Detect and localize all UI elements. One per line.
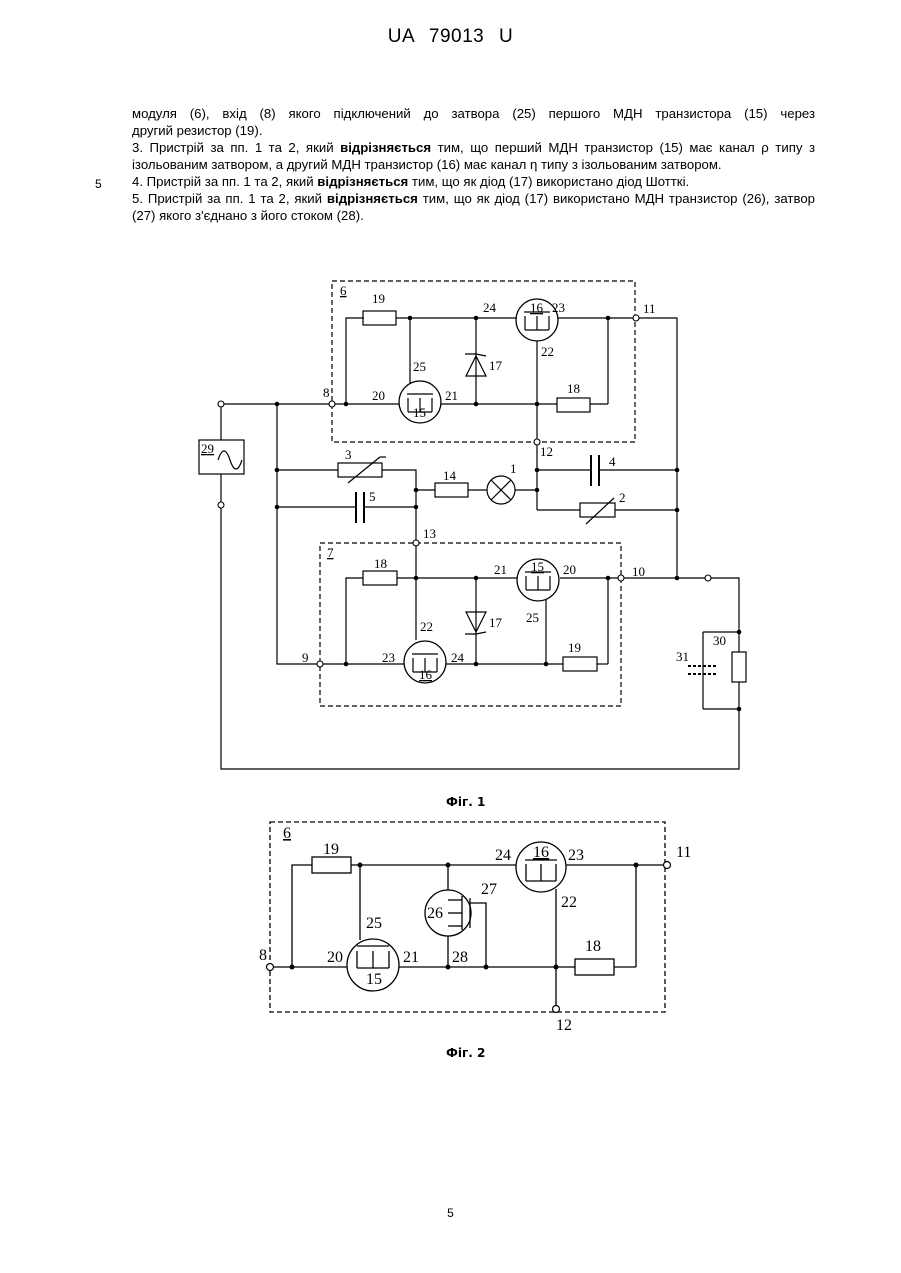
- svg-text:3: 3: [345, 447, 352, 462]
- svg-text:21: 21: [403, 949, 419, 966]
- svg-text:12: 12: [556, 1017, 572, 1034]
- svg-text:8: 8: [323, 385, 330, 400]
- svg-text:16: 16: [533, 844, 549, 861]
- svg-text:22: 22: [420, 619, 433, 634]
- svg-text:16: 16: [530, 300, 544, 315]
- svg-text:18: 18: [374, 556, 387, 571]
- svg-text:20: 20: [327, 949, 343, 966]
- svg-text:10: 10: [632, 564, 645, 579]
- svg-text:19: 19: [568, 640, 581, 655]
- svg-text:20: 20: [563, 562, 576, 577]
- svg-text:12: 12: [540, 444, 553, 459]
- resistor-2: [580, 503, 615, 517]
- figure-1-caption: Фіг. 1: [446, 795, 485, 809]
- svg-text:16: 16: [419, 667, 433, 682]
- resistor-19b: [563, 657, 597, 671]
- svg-text:23: 23: [382, 650, 395, 665]
- svg-text:30: 30: [713, 633, 726, 648]
- svg-text:24: 24: [483, 300, 497, 315]
- svg-text:8: 8: [259, 947, 267, 964]
- figure-2-labels: 6 8 11 12 19 18 16 15 26 24 23 22 25 27 …: [259, 825, 691, 1034]
- svg-text:22: 22: [541, 344, 554, 359]
- svg-text:6: 6: [340, 283, 347, 298]
- svg-text:23: 23: [568, 847, 584, 864]
- resistor-19: [363, 311, 396, 325]
- svg-text:18: 18: [567, 381, 580, 396]
- svg-text:15: 15: [531, 559, 544, 574]
- svg-text:28: 28: [452, 949, 468, 966]
- resistor-18: [557, 398, 590, 412]
- page-number: 5: [0, 1206, 901, 1220]
- svg-text:25: 25: [413, 359, 426, 374]
- svg-text:29: 29: [201, 441, 214, 456]
- svg-text:11: 11: [676, 844, 691, 861]
- svg-text:9: 9: [302, 650, 309, 665]
- svg-text:25: 25: [526, 610, 539, 625]
- figure-1: [199, 281, 746, 769]
- svg-text:5: 5: [369, 489, 376, 504]
- svg-text:26: 26: [427, 905, 443, 922]
- resistor-19-fig2: [312, 857, 351, 873]
- svg-text:31: 31: [676, 649, 689, 664]
- resistor-18b: [363, 571, 397, 585]
- svg-text:24: 24: [451, 650, 465, 665]
- svg-text:22: 22: [561, 894, 577, 911]
- svg-text:1: 1: [510, 461, 517, 476]
- figure-1-terminals: [218, 315, 711, 667]
- svg-text:21: 21: [494, 562, 507, 577]
- svg-text:2: 2: [619, 490, 626, 505]
- figure-1-junctions: [275, 316, 742, 712]
- svg-text:19: 19: [372, 291, 385, 306]
- svg-text:11: 11: [643, 301, 656, 316]
- svg-text:27: 27: [481, 881, 497, 898]
- svg-text:17: 17: [489, 358, 503, 373]
- svg-text:25: 25: [366, 915, 382, 932]
- svg-text:24: 24: [495, 847, 511, 864]
- svg-text:17: 17: [489, 615, 503, 630]
- svg-text:23: 23: [552, 300, 565, 315]
- resistor-18-fig2: [575, 959, 614, 975]
- svg-text:7: 7: [327, 545, 334, 560]
- figure-2-caption: Фіг. 2: [446, 1046, 485, 1060]
- svg-text:15: 15: [413, 405, 426, 420]
- svg-text:19: 19: [323, 841, 339, 858]
- svg-text:14: 14: [443, 468, 457, 483]
- svg-text:6: 6: [283, 825, 291, 842]
- svg-text:13: 13: [423, 526, 436, 541]
- svg-text:20: 20: [372, 388, 385, 403]
- svg-text:21: 21: [445, 388, 458, 403]
- svg-text:18: 18: [585, 938, 601, 955]
- svg-text:15: 15: [366, 971, 382, 988]
- figure-2-terminals: [267, 862, 671, 1013]
- resistor-3: [338, 463, 382, 477]
- svg-text:4: 4: [609, 454, 616, 469]
- load-30: [732, 652, 746, 682]
- resistor-14: [435, 483, 468, 497]
